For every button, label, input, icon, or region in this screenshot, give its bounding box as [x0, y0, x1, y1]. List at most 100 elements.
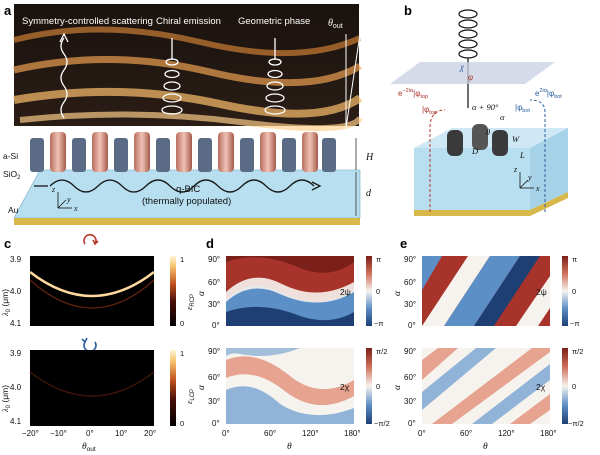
c-cbar-bottom-label: εLCP [184, 389, 196, 404]
d-colorbar-top [366, 256, 372, 326]
rcp-circular-arrow-icon [83, 233, 99, 246]
layer-label-sio2: SiO2 [3, 169, 21, 181]
c-cbar-top-min: 0 [180, 319, 184, 328]
panel-d-label: d [206, 236, 214, 251]
lcp-dispersion-curve [29, 371, 155, 397]
layer-label-asi: a-Si [3, 151, 18, 161]
rcp-dispersion-curve-2 [29, 279, 155, 309]
d-ytick-top-3: 0° [212, 321, 220, 330]
axes-triad-icon [57, 192, 72, 209]
d-ytick-top-2: 30° [208, 300, 220, 309]
panel-a-label: a [4, 3, 12, 18]
c-ytick-bot-0: 3.9 [10, 349, 22, 358]
d-cbar-top-max: π [376, 255, 381, 264]
gold-layer [14, 218, 360, 225]
c-ytick-top-2: 4.1 [10, 319, 22, 328]
d-ylabel-bottom: α [197, 384, 207, 390]
d-cbar-bot-max: π/2 [376, 347, 387, 356]
d-xtick-3: 180° [344, 429, 361, 438]
dim-d-label-b: D [471, 146, 479, 156]
axis-x-b-label: x [535, 184, 540, 193]
d-xlabel: θ [287, 442, 292, 452]
e-ytick-bot-2: 30° [404, 397, 416, 406]
top-path-dashed [429, 109, 446, 212]
emission-glow-bands [13, 26, 363, 132]
d-cbar-top-mid: 0 [376, 287, 380, 296]
substrate-side [530, 128, 568, 210]
theta-out-cone-icon [345, 33, 361, 129]
map-d-chi-blue-top [226, 348, 300, 356]
e-xtick-0: 0° [418, 429, 426, 438]
e-xtick-2: 120° [498, 429, 515, 438]
dim-w-label: W [512, 134, 520, 144]
label-chiral-emission: Chiral emission [156, 16, 221, 27]
d-cbar-bottom-label: 2χ [340, 382, 350, 392]
map-d-chi-red-band [226, 356, 354, 406]
e-cbar-bot-mid: 0 [572, 382, 576, 391]
pillar-right-icon [492, 130, 508, 156]
e-colorbar-bottom [562, 348, 568, 424]
c-xtick-2: 0° [86, 429, 94, 438]
dim-l-label: L [519, 150, 525, 160]
panel-b: b χ φ e−2iα|φtop |φtop e2iα|φbot |φbot α… [390, 3, 568, 216]
c-cbar-bot-min: 0 [180, 419, 184, 428]
wavy-arrow-icon [60, 37, 68, 119]
c-xlabel: θout [82, 442, 96, 453]
d-ytick-top-0: 90° [208, 255, 220, 264]
c-ytick-top-0: 3.9 [10, 255, 22, 264]
c-cbar-top-label: εRCP [184, 294, 196, 310]
map-d-psi-dark-band [226, 256, 354, 273]
e-xtick-1: 60° [460, 429, 472, 438]
dim-d-label: d [366, 188, 372, 199]
panel-b-label: b [404, 3, 412, 18]
c-ylabel-bottom: λ0 (μm) [0, 385, 12, 413]
e-xlabel: θ [483, 442, 488, 452]
theta-label: θ [486, 127, 490, 137]
helix-spiral-icon [161, 38, 183, 115]
c-colorbar-top [170, 256, 176, 326]
label-symmetry-scattering: Symmetry-controlled scattering [22, 16, 153, 27]
e-ytick-top-3: 0° [408, 321, 416, 330]
d-ytick-bot-2: 30° [208, 397, 220, 406]
e-ytick-top-0: 90° [404, 255, 416, 264]
c-colorbar-bottom [170, 350, 176, 426]
alpha-label: α [500, 112, 505, 122]
d-cbar-top-min: −π [374, 319, 384, 328]
pillar-bottom-icon [472, 124, 488, 150]
rcp-dispersion-curve [29, 271, 155, 298]
heatmap-rcp [30, 256, 154, 326]
e-ytick-top-2: 30° [404, 300, 416, 309]
e-ytick-top-1: 60° [404, 278, 416, 287]
panel-c-label: c [4, 236, 11, 251]
e-ylabel-bottom: α [393, 384, 403, 390]
layer-label-au: Au [8, 205, 19, 215]
axis-y-label: y [66, 195, 71, 204]
e-cbar-bot-min: −π/2 [568, 419, 584, 428]
chi-label: χ [459, 62, 465, 72]
map-d-psi-deep-band [226, 306, 354, 326]
panel-c: c 3.9 4.0 4.1 3.9 4.0 4.1 λ0 (μm) λ0 (μm… [0, 233, 196, 453]
polarization-plane [390, 62, 555, 84]
arrowhead-icon [59, 32, 69, 43]
panel-a: a Symmetry-controlled scattering Chiral … [3, 3, 374, 225]
label-geometric-phase: Geometric phase [238, 16, 310, 27]
left-phase-label: e−2iα|φtop [398, 88, 428, 100]
e-ytick-bot-0: 90° [404, 347, 416, 356]
c-xtick-3: 10° [115, 429, 127, 438]
axes-triad-b-icon [519, 172, 534, 189]
e-cbar-top-max: π [572, 255, 577, 264]
d-xtick-1: 60° [264, 429, 276, 438]
dim-h-label: H [365, 152, 374, 163]
qbic-wave-icon [49, 179, 315, 193]
axis-x-label: x [73, 204, 78, 213]
bottom-path-dashed [529, 99, 546, 212]
map-e-chi [422, 348, 550, 424]
d-ylabel-top: α [197, 290, 207, 296]
c-cbar-top-max: 1 [180, 255, 184, 264]
phi-label: φ [468, 72, 473, 82]
wave-arrowhead-icon [311, 181, 322, 191]
e-colorbar-top [562, 256, 568, 326]
d-xtick-2: 120° [302, 429, 319, 438]
heatmap-lcp [30, 350, 154, 426]
d-ytick-bot-1: 60° [208, 373, 220, 382]
